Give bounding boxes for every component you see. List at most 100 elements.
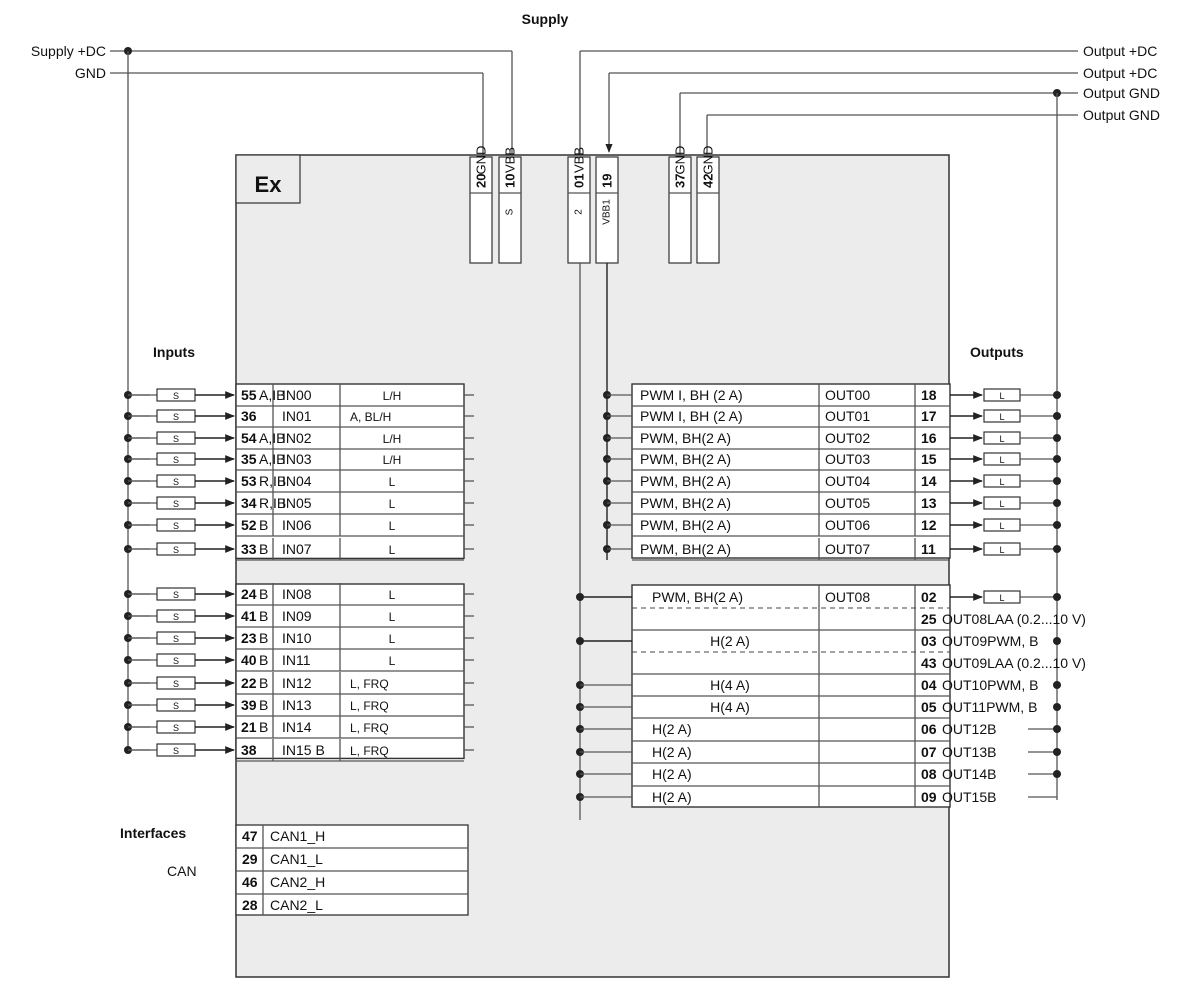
- pin-block: [498, 156, 522, 264]
- input-pin-number: 53: [241, 473, 257, 489]
- output-name: OUT08: [825, 589, 870, 605]
- supply-left-lines: Supply +DC GND: [31, 43, 513, 750]
- module-label: Ex: [255, 172, 283, 197]
- output-pin-number: 25: [921, 611, 937, 627]
- output-description: PWM, BH(2 A): [652, 589, 743, 605]
- input-pin-number: 36: [241, 408, 257, 424]
- junction-dot: [1053, 477, 1061, 485]
- output-description: PWM, BH(2 A): [640, 451, 731, 467]
- output-extension: OUT10PWM, B: [942, 677, 1038, 693]
- output-extension: OUT12B: [942, 721, 996, 737]
- input-name: IN08: [282, 586, 312, 602]
- pin-name: VBB: [572, 147, 587, 173]
- output-pin-number: 08: [921, 766, 937, 782]
- input-pin-number: 34: [241, 495, 257, 511]
- output-name: OUT07: [825, 541, 870, 557]
- input-row: S 38 IN15 B L, FRQ: [124, 739, 474, 762]
- junction-dot: [1053, 545, 1061, 553]
- input-name: IN06: [282, 517, 312, 533]
- input-pin-prefix: B: [259, 652, 268, 668]
- can-label: CAN: [167, 863, 197, 879]
- pin-block: [668, 156, 692, 264]
- output-pin-number: 04: [921, 677, 937, 693]
- input-name: IN02: [282, 430, 312, 446]
- input-marker: S: [173, 679, 179, 689]
- input-function: L, FRQ: [350, 744, 389, 758]
- output-pin-number: 17: [921, 408, 937, 424]
- input-pin-number: 41: [241, 608, 257, 624]
- output-pin-number: 02: [921, 589, 937, 605]
- pin-subscript: 2: [574, 209, 585, 215]
- input-table: [235, 383, 465, 560]
- output-name: OUT01: [825, 408, 870, 424]
- supply-line-label: GND: [75, 65, 106, 81]
- junction-dot: [1053, 748, 1061, 756]
- output-description: PWM I, BH (2 A): [640, 387, 743, 403]
- input-pin-prefix: A,IB: [259, 430, 285, 446]
- output-description: H(2 A): [652, 766, 692, 782]
- pin-block: [696, 156, 720, 264]
- output-row: 25 OUT08LAA (0.2...10 V): [632, 607, 1086, 627]
- output-description: H(4 A): [710, 699, 750, 715]
- input-marker: S: [173, 723, 179, 733]
- input-marker: S: [173, 499, 179, 509]
- input-marker: S: [173, 746, 179, 756]
- input-name: IN07: [282, 541, 312, 557]
- input-name: IN03: [282, 451, 312, 467]
- input-pin-number: 23: [241, 630, 257, 646]
- pin-number: 20: [474, 174, 489, 188]
- junction-dot: [1053, 434, 1061, 442]
- input-pin-number: 24: [241, 586, 257, 602]
- input-marker: S: [173, 455, 179, 465]
- pin-number: 37: [673, 174, 688, 188]
- input-pin-number: 38: [241, 742, 257, 758]
- input-name: IN11: [282, 652, 311, 668]
- input-pin-prefix: B: [259, 517, 268, 533]
- supply-title: Supply: [522, 11, 569, 27]
- input-function: L/H: [383, 389, 402, 403]
- input-function: L: [389, 475, 396, 489]
- output-description: PWM, BH(2 A): [640, 517, 731, 533]
- input-pin-prefix: A,IB: [259, 451, 285, 467]
- output-marker: L: [999, 412, 1004, 422]
- junction-dot: [1053, 391, 1061, 399]
- input-marker: S: [173, 477, 179, 487]
- output-extension: OUT08LAA (0.2...10 V): [942, 611, 1086, 627]
- input-pin-prefix: R,IB: [259, 495, 286, 511]
- input-name: IN15 B: [282, 742, 325, 758]
- pin-name: VBB: [503, 147, 518, 173]
- supply-line-label: Supply +DC: [31, 43, 106, 59]
- output-pin-number: 14: [921, 473, 937, 489]
- output-description: H(2 A): [710, 633, 750, 649]
- can-signal-name: CAN2_H: [270, 874, 325, 890]
- input-pin-prefix: R,IB: [259, 473, 286, 489]
- junction-dot: [1053, 637, 1061, 645]
- output-marker: L: [999, 545, 1004, 555]
- input-function: L, FRQ: [350, 699, 389, 713]
- module-label-box: [235, 154, 301, 204]
- output-supply-label: Output GND: [1083, 107, 1160, 123]
- output-pin-number: 07: [921, 744, 937, 760]
- pin-block: [469, 156, 493, 264]
- output-pin-number: 13: [921, 495, 937, 511]
- output-supply-label: Output +DC: [1083, 65, 1157, 81]
- junction-dot: [1053, 725, 1061, 733]
- input-marker: S: [173, 656, 179, 666]
- input-name: IN05: [282, 495, 312, 511]
- pin-subscript: VBB1: [602, 199, 613, 225]
- input-function: L: [389, 497, 396, 511]
